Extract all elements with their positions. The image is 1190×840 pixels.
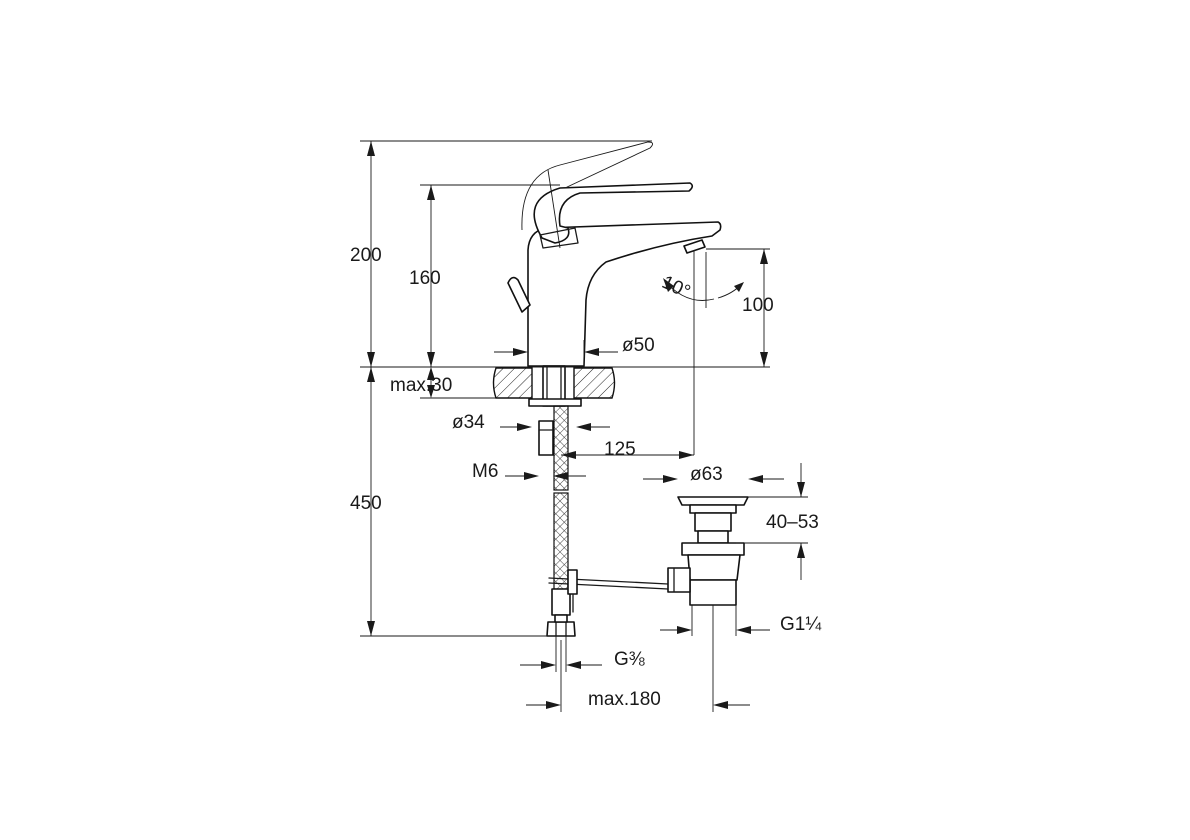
- label-waste-thread: G1¼: [780, 614, 822, 635]
- label-hose-length: 450: [350, 493, 382, 514]
- label-body-diameter: ø50: [622, 335, 655, 356]
- supply-hose: [546, 405, 576, 637]
- dimension-labels: 200 160 100 10° ø50 max.30 ø34 125 M6 45…: [350, 245, 822, 710]
- label-waste-range: 40–53: [766, 512, 819, 533]
- label-waste-diameter: ø63: [690, 464, 723, 485]
- extension-lines: [360, 140, 808, 712]
- countertop-section: [492, 367, 616, 399]
- label-spout-clearance: 100: [742, 295, 774, 316]
- label-projection: 125: [604, 439, 636, 460]
- popup-linkage: [548, 569, 669, 613]
- label-stud-thread: M6: [472, 461, 498, 482]
- label-deck-thickness: max.30: [390, 375, 452, 396]
- label-waste-offset: max.180: [588, 689, 661, 710]
- waste-assembly: [667, 496, 749, 606]
- label-height-total: 200: [350, 245, 382, 266]
- label-hose-thread: G⅜: [614, 649, 645, 670]
- faucet-body: [507, 141, 722, 456]
- label-hole-diameter: ø34: [452, 412, 485, 433]
- label-height-spout: 160: [409, 268, 441, 289]
- dimension-lines: [367, 141, 805, 709]
